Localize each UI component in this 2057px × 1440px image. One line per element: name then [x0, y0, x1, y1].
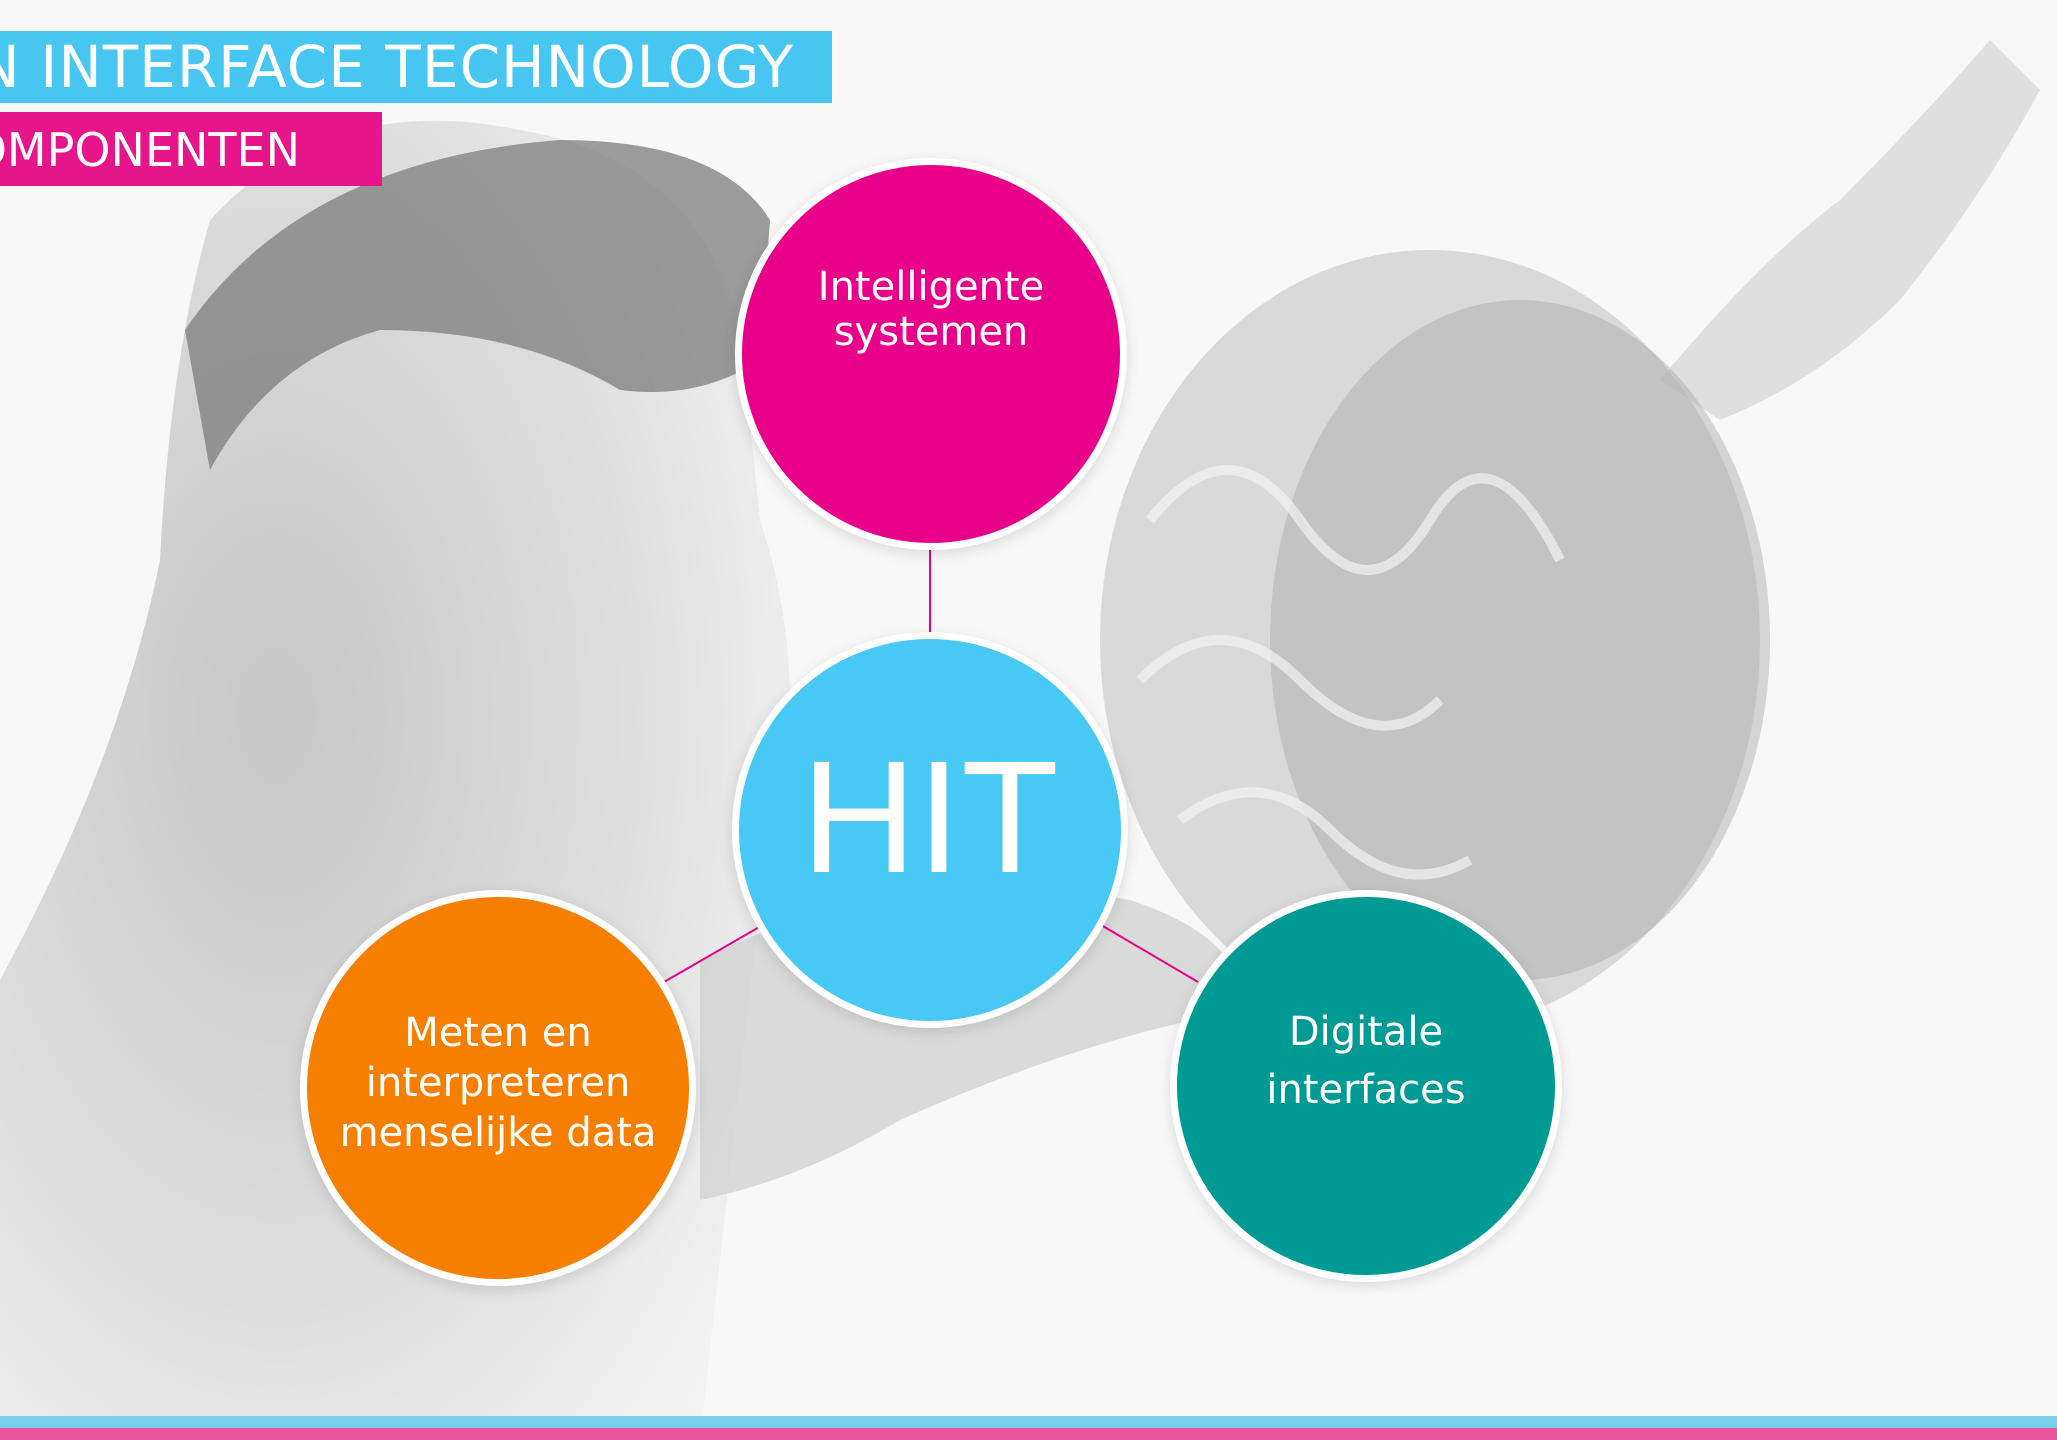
node-measure-data: Meten en interpreteren menselijke data — [300, 890, 696, 1286]
page-subtitle: KOMPONENTEN — [0, 123, 300, 177]
node-label: Meten en interpreteren menselijke data — [339, 1010, 657, 1156]
title-banner: HUMAN INTERFACE TECHNOLOGY — [0, 31, 832, 103]
center-label: HIT — [801, 727, 1059, 906]
page-title: HUMAN INTERFACE TECHNOLOGY — [0, 33, 794, 101]
connector-right — [1095, 921, 1199, 983]
node-label: Digitale interfaces — [1266, 1009, 1466, 1113]
footer-stripe-pink — [0, 1428, 2057, 1440]
subtitle-banner: KOMPONENTEN — [0, 112, 382, 186]
node-center-hit: HIT — [732, 632, 1128, 1028]
connector-left — [663, 921, 769, 983]
node-label: Intelligente systemen — [817, 264, 1045, 355]
footer-stripe-blue — [0, 1416, 2057, 1428]
node-intelligent-systems: Intelligente systemen — [735, 158, 1127, 550]
node-digital-interfaces: Digitale interfaces — [1170, 890, 1562, 1282]
